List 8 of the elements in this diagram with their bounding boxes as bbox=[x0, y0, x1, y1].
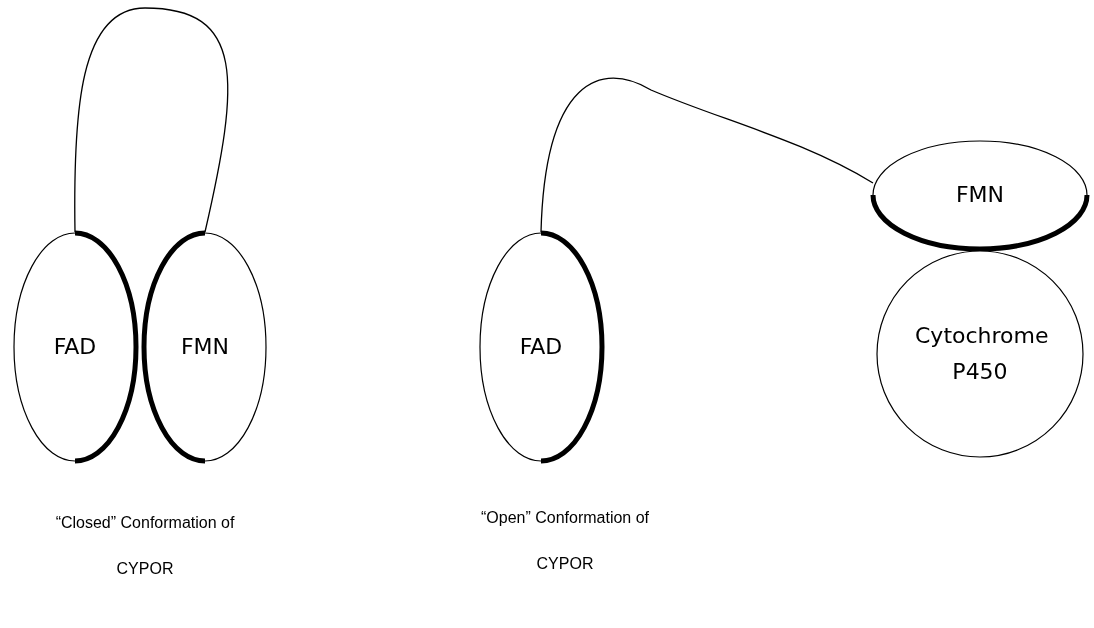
linker-line bbox=[540, 77, 874, 233]
domain-label: FAD bbox=[53, 333, 97, 361]
domain-label: FAD bbox=[519, 333, 563, 361]
domain-label: FMN bbox=[180, 333, 230, 361]
domain-label: FMN bbox=[955, 181, 1005, 209]
caption-text: “Closed” Conformation of CYPOR bbox=[54, 513, 236, 579]
caption-text: “Open” Conformation of CYPOR bbox=[479, 508, 651, 574]
linker-line bbox=[74, 7, 229, 233]
